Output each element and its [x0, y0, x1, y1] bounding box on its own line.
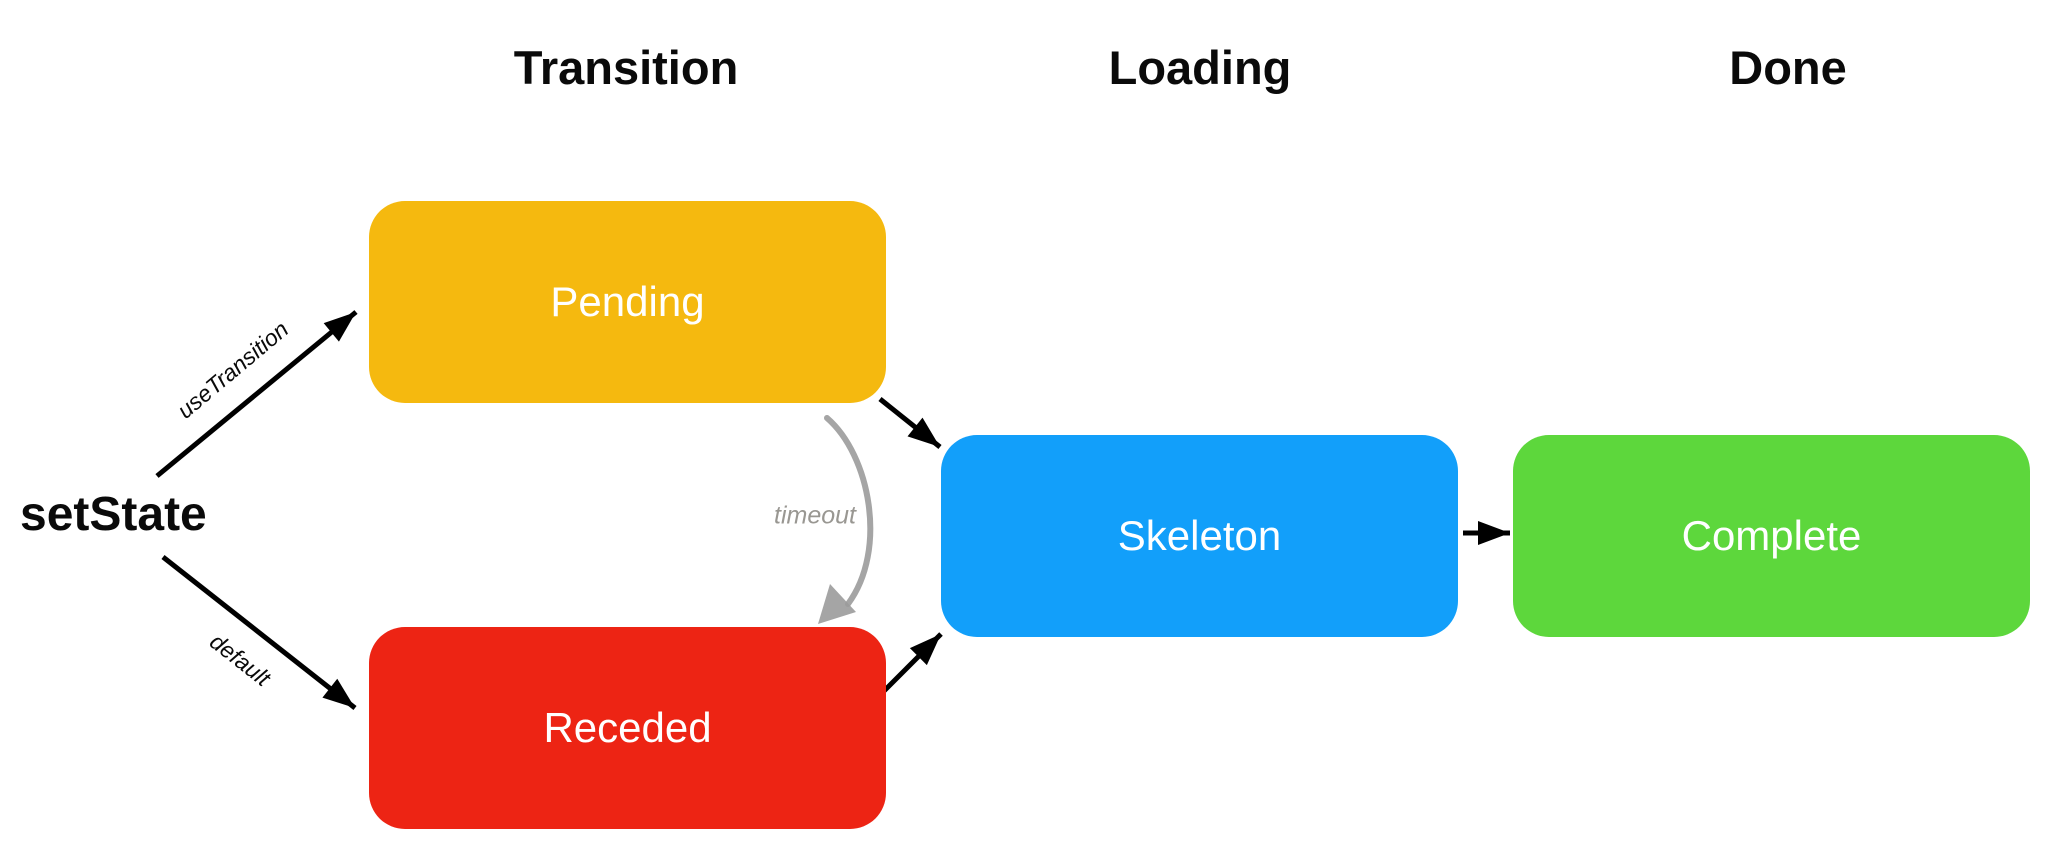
node-skeleton: Skeleton: [941, 435, 1458, 637]
node-receded-label: Receded: [543, 704, 712, 751]
column-header-loading: Loading: [1108, 41, 1292, 94]
column-header-done: Done: [1729, 41, 1847, 94]
timeout-arrowhead-icon: [818, 584, 856, 624]
column-header-transition: Transition: [513, 41, 739, 94]
node-pending-label: Pending: [550, 278, 705, 325]
node-complete: Complete: [1513, 435, 2030, 637]
edge-pending-skeleton: [878, 397, 942, 449]
edge-label-timeout: timeout: [774, 501, 856, 530]
edge-setstate-pending: [155, 310, 358, 478]
node-pending: Pending: [369, 201, 886, 403]
edge-receded-skeleton: [877, 632, 943, 698]
edge-setstate-receded: [161, 555, 357, 710]
source-node-setstate: setState: [20, 488, 207, 541]
node-receded: Receded: [369, 627, 886, 829]
node-complete-label: Complete: [1681, 512, 1862, 559]
edge-pending-receded-timeout-curve: [824, 415, 874, 607]
node-skeleton-label: Skeleton: [1117, 512, 1282, 559]
